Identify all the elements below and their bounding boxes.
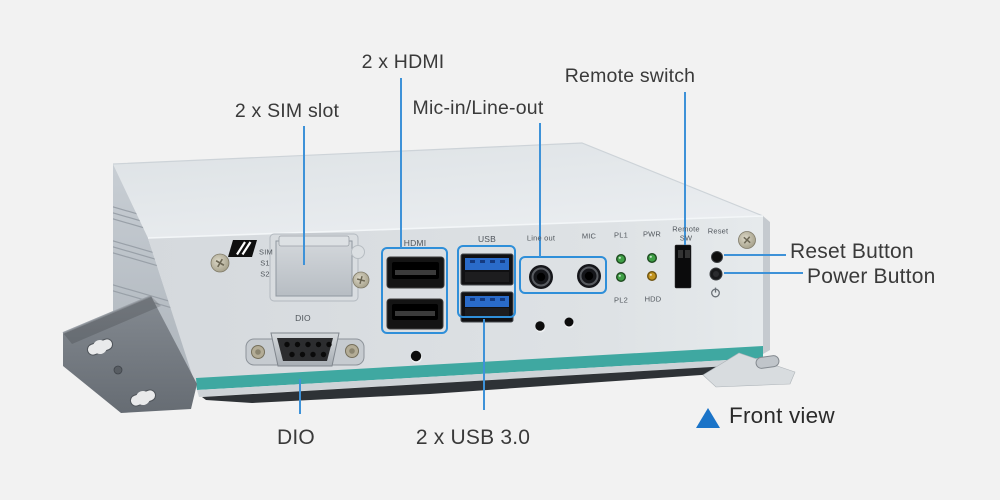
panel-screw-left bbox=[210, 253, 230, 273]
lineout-jack bbox=[529, 265, 553, 289]
panel-label-s1: S1 bbox=[260, 258, 270, 268]
callout-label-remote-switch: Remote switch bbox=[564, 65, 696, 87]
panel-label-pl2: PL2 bbox=[614, 295, 628, 305]
panel-label-dio: DIO bbox=[295, 312, 311, 323]
front-view-caption: Front view bbox=[729, 403, 835, 428]
right-mounting-bracket bbox=[702, 352, 796, 388]
chassis-back-edge bbox=[112, 142, 764, 217]
panel-label-reset: Reset bbox=[707, 226, 729, 236]
antenna-hole-1 bbox=[410, 350, 422, 363]
brand-logo bbox=[228, 240, 257, 257]
panel-label-hdd: HDD bbox=[644, 294, 662, 304]
panel-label-remote-1: Remote bbox=[672, 224, 700, 234]
teal-accent-stripe bbox=[196, 346, 763, 390]
panel-top-highlight bbox=[147, 215, 764, 239]
power-symbol-icon bbox=[711, 287, 720, 298]
hdmi-port-1 bbox=[386, 256, 445, 289]
panel-label-sim: SIM bbox=[259, 247, 273, 257]
panel-label-hdmi: HDMI bbox=[403, 237, 427, 248]
panel-label-mic: MIC bbox=[581, 231, 597, 241]
callout-box-audio bbox=[519, 256, 607, 294]
chassis-top-face bbox=[113, 143, 763, 238]
panel-label-s2: S2 bbox=[260, 269, 270, 279]
callout-label-usb3: 2 x USB 3.0 bbox=[415, 426, 531, 449]
reset-button bbox=[711, 251, 723, 263]
antenna-hole-2 bbox=[535, 321, 546, 333]
led-pl2 bbox=[616, 272, 626, 282]
callout-label-hdmi: 2 x HDMI bbox=[361, 51, 445, 73]
callout-label-sim-slot: 2 x SIM slot bbox=[234, 100, 340, 122]
panel-screw-sim bbox=[352, 271, 370, 289]
mic-jack bbox=[577, 264, 601, 288]
left-mounting-bracket bbox=[62, 295, 197, 413]
chassis-right-sliver bbox=[763, 216, 770, 354]
hdmi-port-2 bbox=[386, 298, 444, 330]
chassis-bottom-strip bbox=[197, 358, 763, 397]
callout-box-hdmi bbox=[381, 247, 448, 334]
power-button bbox=[709, 267, 723, 281]
usb-port-1 bbox=[460, 253, 514, 286]
panel-label-pwr: PWR bbox=[642, 229, 662, 239]
panel-label-lineout: Line out bbox=[526, 233, 556, 243]
dio-connector bbox=[245, 332, 365, 367]
panel-label-pl1: PL1 bbox=[614, 230, 628, 240]
callout-label-reset-button: Reset Button bbox=[790, 240, 914, 263]
led-pwr bbox=[647, 253, 657, 263]
callout-label-mic-lineout: Mic-in/Line-out bbox=[412, 97, 544, 119]
right-bracket-slot bbox=[755, 355, 780, 369]
antenna-hole-3 bbox=[564, 317, 575, 329]
led-pl1 bbox=[616, 254, 626, 264]
usb-port-2 bbox=[460, 291, 514, 323]
callout-label-dio: DIO bbox=[277, 426, 315, 449]
cover-indent bbox=[351, 245, 365, 259]
bracket-pilot-hole bbox=[113, 365, 123, 375]
dio-pins bbox=[284, 341, 332, 358]
sim-slot-cover bbox=[269, 233, 365, 302]
front-view-triangle-icon bbox=[696, 408, 720, 428]
led-hdd bbox=[647, 271, 657, 281]
panel-label-remote-2: SW bbox=[679, 233, 693, 243]
callout-label-power-button: Power Button bbox=[807, 265, 936, 288]
panel-screw-right bbox=[738, 231, 756, 249]
keyhole-slot-2 bbox=[129, 389, 157, 407]
remote-sw-connector bbox=[674, 244, 692, 289]
callout-box-usb bbox=[457, 245, 516, 318]
keyhole-slot-1 bbox=[86, 338, 114, 356]
chassis-underside-shadow bbox=[202, 364, 763, 403]
panel-label-usb: USB bbox=[477, 233, 497, 244]
